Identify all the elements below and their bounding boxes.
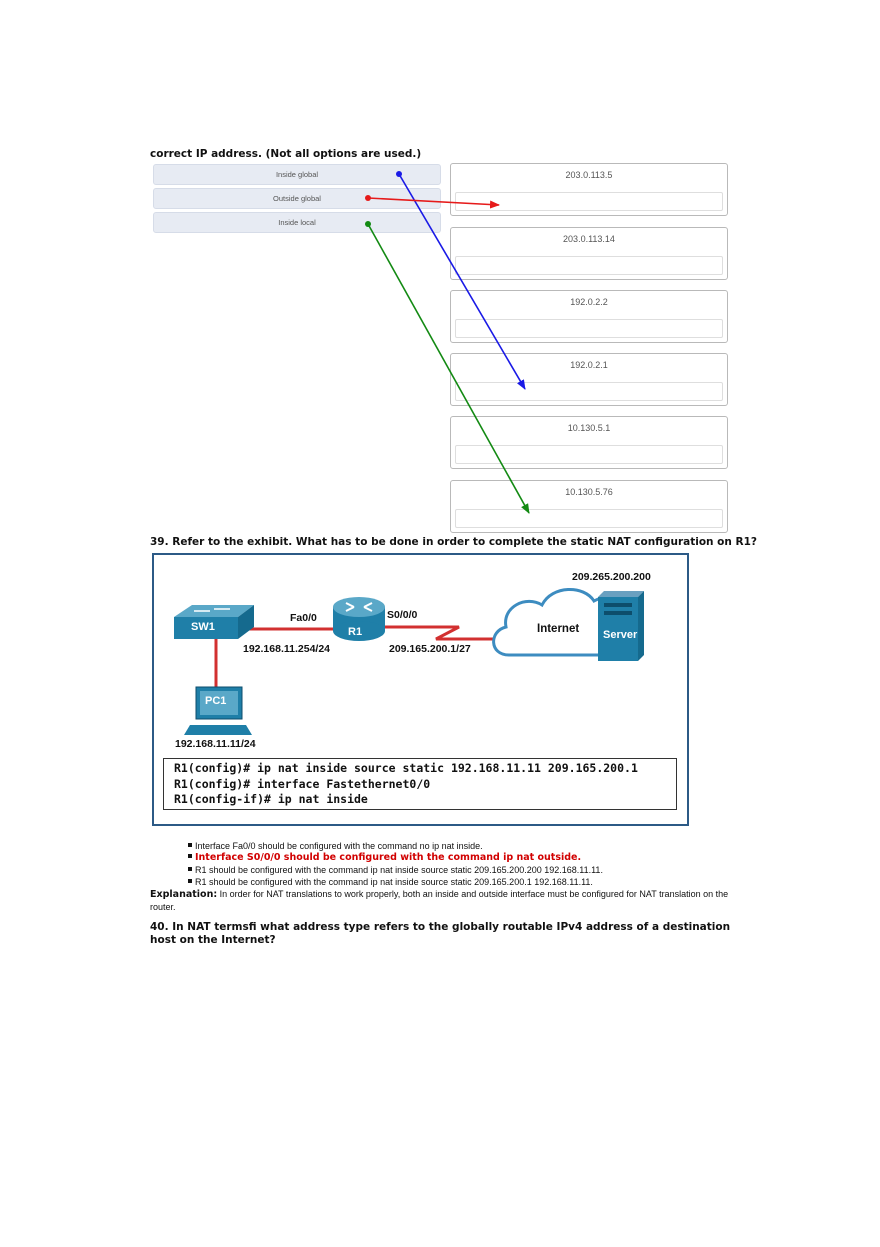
address-label: 10.130.5.1 — [567, 423, 611, 433]
pc-ip-label: 192.168.11.11/24 — [175, 738, 256, 750]
drop-target[interactable] — [455, 509, 723, 528]
config-line: R1(config)# ip nat inside source static … — [174, 761, 638, 775]
address-option: 203.0.113.5 — [450, 163, 728, 216]
fa-port-label: Fa0/0 — [290, 612, 317, 624]
question-39: 39. Refer to the exhibit. What has to be… — [150, 536, 758, 548]
sw1-label: SW1 — [191, 621, 215, 633]
address-label: 203.0.113.14 — [563, 234, 615, 244]
address-label: 10.130.5.76 — [565, 487, 613, 497]
bullet-icon — [188, 867, 192, 871]
address-label: 192.0.2.2 — [570, 297, 608, 307]
address-option: 192.0.2.2 — [450, 290, 728, 343]
address-label: 203.0.113.5 — [565, 170, 613, 180]
lan-ip-label: 192.168.11.254/24 — [243, 643, 331, 655]
bullet-icon — [188, 879, 192, 883]
drop-target[interactable] — [455, 445, 723, 464]
address-label: 192.0.2.1 — [570, 360, 608, 370]
option-text: Interface Fa0/0 should be configured wit… — [195, 841, 483, 851]
address-option: 203.0.113.14 — [450, 227, 728, 280]
term-outside-global[interactable]: Outside global — [153, 188, 441, 209]
answer-options: Interface Fa0/0 should be configured wit… — [188, 840, 603, 888]
server-label: Server — [603, 629, 638, 641]
explanation-text: In order for NAT translations to work pr… — [150, 889, 729, 912]
config-line: R1(config-if)# ip nat inside — [174, 792, 368, 806]
answer-option[interactable]: Interface Fa0/0 should be configured wit… — [188, 840, 603, 852]
question-intro: correct IP address. (Not all options are… — [150, 148, 422, 160]
explanation: Explanation: In order for NAT translatio… — [150, 888, 740, 913]
address-option: 10.130.5.1 — [450, 416, 728, 469]
internet-label: Internet — [537, 623, 580, 635]
router-icon — [333, 597, 385, 641]
drop-target[interactable] — [455, 319, 723, 338]
drop-target[interactable] — [455, 382, 723, 401]
option-text: R1 should be configured with the command… — [195, 865, 603, 875]
drop-target[interactable] — [455, 256, 723, 275]
address-option: 10.130.5.76 — [450, 480, 728, 533]
option-text: Interface S0/0/0 should be configured wi… — [195, 852, 582, 863]
server-icon — [598, 591, 644, 661]
option-text: R1 should be configured with the command… — [195, 877, 593, 887]
bullet-icon — [188, 843, 192, 847]
question-40: 40. In NAT termsfi what address type ref… — [150, 921, 731, 946]
config-line: R1(config)# interface Fastethernet0/0 — [174, 776, 431, 791]
wan-ip-label: 209.165.200.1/27 — [389, 643, 471, 655]
term-inside-global[interactable]: Inside global — [153, 164, 441, 185]
r1-label: R1 — [348, 626, 363, 638]
bullet-icon — [188, 854, 192, 858]
explanation-heading: Explanation: — [150, 889, 218, 900]
address-option: 192.0.2.1 — [450, 353, 728, 406]
network-exhibit: 209.265.200.200 Fa0/0 S0/0/0 192.168.11.… — [152, 553, 689, 826]
pc1-label: PC1 — [205, 695, 227, 707]
server-ip-label: 209.265.200.200 — [572, 571, 651, 583]
switch-icon — [174, 605, 254, 639]
term-inside-local[interactable]: Inside local — [153, 212, 441, 233]
topology-drawing — [174, 588, 644, 735]
config-block: R1(config)# ip nat inside source static … — [163, 758, 677, 810]
answer-option[interactable]: R1 should be configured with the command… — [188, 864, 603, 876]
pc-icon — [184, 686, 252, 735]
answer-option-correct[interactable]: Interface S0/0/0 should be configured wi… — [188, 852, 603, 864]
s-port-label: S0/0/0 — [387, 609, 418, 621]
drop-target[interactable] — [455, 192, 723, 211]
matching-arrows — [365, 171, 530, 514]
serial-link — [384, 625, 502, 641]
answer-option[interactable]: R1 should be configured with the command… — [188, 876, 603, 888]
